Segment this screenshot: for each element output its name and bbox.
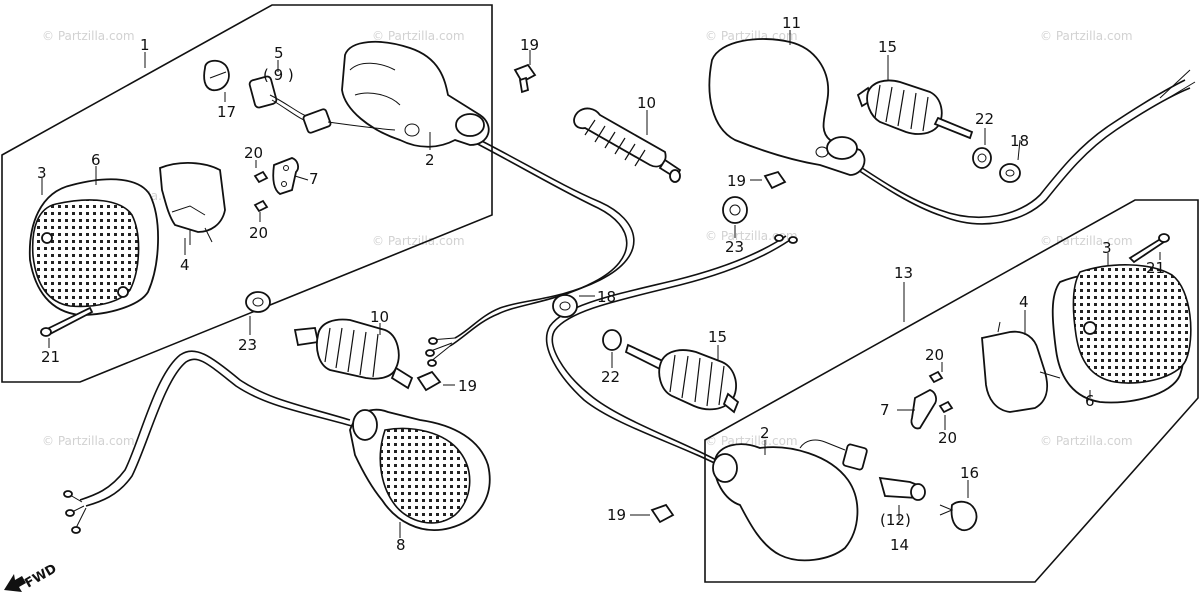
callout-15: 15 xyxy=(878,38,897,56)
callout-23: 23 xyxy=(725,238,744,256)
group-box-front-left xyxy=(1,4,493,383)
plate-7-rear xyxy=(910,389,937,430)
leader-lines xyxy=(41,30,1161,538)
callout-5: 5 xyxy=(274,44,284,62)
watermark-text: © Partzilla.com xyxy=(42,434,135,448)
callout-22: 22 xyxy=(601,368,620,386)
watermark-text: © Partzilla.com xyxy=(1040,234,1133,248)
lower-resistor-10 xyxy=(293,318,414,390)
wiring xyxy=(63,69,1196,534)
callout-22: 22 xyxy=(975,110,994,128)
fwd-label: FWD xyxy=(23,561,60,591)
upper-resistor-10 xyxy=(573,107,682,183)
callout-6: 6 xyxy=(1085,392,1095,410)
watermark-text: © Partzilla.com xyxy=(42,29,135,43)
grommet-23-right xyxy=(722,196,748,224)
turn-signal-housing-2-front-left xyxy=(341,40,490,148)
front-signal-assembly-8 xyxy=(349,408,491,531)
callout-20: 20 xyxy=(249,224,268,242)
callout-19: 19 xyxy=(607,506,626,524)
callout-2: 2 xyxy=(760,424,770,442)
bracket-4-front-left xyxy=(159,162,226,233)
rear-signal-housing-2 xyxy=(712,439,926,562)
callout-13: 13 xyxy=(894,264,913,282)
callout-7: 7 xyxy=(309,170,319,188)
grommet-22-lower xyxy=(602,329,622,351)
watermark-text: © Partzilla.com xyxy=(1040,434,1133,448)
callout-4: 4 xyxy=(180,256,190,274)
callout-12: (12) xyxy=(880,511,911,529)
callouts: 1 2 3 4 5 ( 9 ) 6 7 17 20 20 21 23 19 10… xyxy=(37,14,1165,554)
callout-19: 19 xyxy=(727,172,746,190)
callout-14: 14 xyxy=(890,536,909,554)
screw-20 xyxy=(253,170,269,184)
callout-9: ( 9 ) xyxy=(263,66,294,84)
callout-21: 21 xyxy=(41,348,60,366)
plate-7-front-left xyxy=(272,157,299,195)
grommet-22-upper xyxy=(972,147,992,169)
resistor-15-upper xyxy=(856,79,974,140)
callout-20: 20 xyxy=(925,346,944,364)
callout-7: 7 xyxy=(880,401,890,419)
watermark-layer: © Partzilla.com © Partzilla.com © Partzi… xyxy=(42,29,1133,448)
screw-20 xyxy=(253,199,269,213)
grommet-19-lower xyxy=(416,370,442,392)
callout-20: 20 xyxy=(244,144,263,162)
screw-20 xyxy=(928,370,944,384)
watermark-text: © Partzilla.com xyxy=(372,234,465,248)
group-box-rear-right xyxy=(704,199,1199,583)
watermark-text: © Partzilla.com xyxy=(705,434,798,448)
rear-signal-housing-11 xyxy=(708,38,866,176)
callout-2: 2 xyxy=(425,151,435,169)
grommet-19-bottom xyxy=(650,503,675,524)
screw-20 xyxy=(938,400,954,414)
callout-21: 21 xyxy=(1146,259,1165,277)
rear-lens-assembly xyxy=(910,233,1192,430)
callout-4: 4 xyxy=(1019,293,1029,311)
front-left-signal-assembly xyxy=(28,40,490,337)
callout-10: 10 xyxy=(370,308,389,326)
grommet-19-right xyxy=(763,170,787,190)
callout-10: 10 xyxy=(637,94,656,112)
bulb-16 xyxy=(939,500,978,532)
callout-23: 23 xyxy=(238,336,257,354)
callout-3: 3 xyxy=(37,164,47,182)
callout-3: 3 xyxy=(1102,239,1112,257)
callout-8: 8 xyxy=(396,536,406,554)
callout-18: 18 xyxy=(1010,132,1029,150)
watermark-text: © Partzilla.com xyxy=(372,29,465,43)
callout-19: 19 xyxy=(520,36,539,54)
callout-15: 15 xyxy=(708,328,727,346)
lens-8 xyxy=(379,427,471,524)
lens-3-front-left xyxy=(31,199,140,308)
bracket-4-rear xyxy=(981,330,1048,413)
grommet-18-upper xyxy=(999,163,1021,183)
callout-1: 1 xyxy=(140,36,150,54)
grommet-23-left xyxy=(245,291,271,313)
callout-16: 16 xyxy=(960,464,979,482)
callout-20: 20 xyxy=(938,429,957,447)
watermark-text: © Partzilla.com xyxy=(1040,29,1133,43)
callout-6: 6 xyxy=(91,151,101,169)
callout-11: 11 xyxy=(782,14,801,32)
watermark-text: © Partzilla.com xyxy=(705,229,798,243)
callout-18: 18 xyxy=(597,288,616,306)
resistor-15-lower xyxy=(624,343,740,414)
fwd-arrow-icon xyxy=(4,574,26,592)
callout-19: 19 xyxy=(458,377,477,395)
grommet-18-lower xyxy=(552,294,578,318)
fwd-arrow: FWD xyxy=(4,561,60,592)
lens-3-rear xyxy=(1072,264,1192,384)
grommet-19-top xyxy=(513,63,537,94)
socket-5 xyxy=(248,75,278,109)
callout-17: 17 xyxy=(217,103,236,121)
